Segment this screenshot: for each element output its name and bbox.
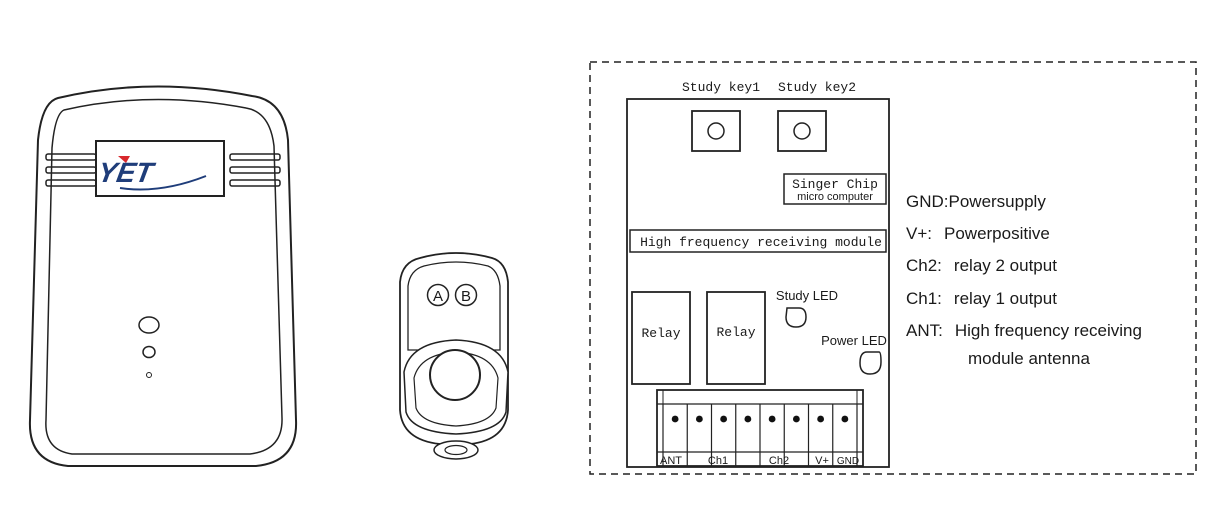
relay-2-label: Relay xyxy=(716,325,755,340)
legend-ch1-key: Ch1: xyxy=(906,289,942,308)
legend-ch2-desc: relay 2 output xyxy=(954,256,1057,275)
study-led-label: Study LED xyxy=(776,288,838,303)
relay-1-label: Relay xyxy=(641,326,680,341)
legend-ch1-desc: relay 1 output xyxy=(954,289,1057,308)
legend-gnd: GND:Powersupply xyxy=(906,192,1046,211)
remote-control: A B xyxy=(399,252,509,460)
terminal-label-ch1: Ch1 xyxy=(708,455,728,467)
study-led xyxy=(785,307,807,328)
remote-button-a-label: A xyxy=(433,288,443,305)
study-key1-label: Study key1 xyxy=(682,80,760,95)
legend-ant-desc: High frequency receiving xyxy=(955,321,1142,340)
logo-text: YET xyxy=(96,156,159,188)
legend-ant-key: ANT: xyxy=(906,321,943,340)
remote-button-b[interactable] xyxy=(454,283,478,307)
terminal-screw xyxy=(768,415,776,423)
terminal-screw xyxy=(671,415,679,423)
study-key2-button xyxy=(793,122,811,140)
terminal-label-ant: ANT xyxy=(660,455,682,467)
terminal-screw xyxy=(841,415,849,423)
study-key2[interactable] xyxy=(777,110,827,152)
remote-button-b-label: B xyxy=(461,288,471,305)
legend-gnd-key: GND: xyxy=(906,192,949,211)
circuit-board: Study key1 Study key2 Singer Chip micro … xyxy=(626,80,890,468)
study-key1-button xyxy=(707,122,725,140)
indicator-light-small xyxy=(146,372,152,378)
legend-ch2-key: Ch2: xyxy=(906,256,942,275)
terminal-label-vplus: V+ xyxy=(815,455,829,467)
terminal-labels: ANT Ch1 Ch2 V+ GND xyxy=(660,455,859,467)
microcomputer-chip xyxy=(783,173,887,205)
remote-inner-outline xyxy=(407,261,501,351)
pin-legend: GND:Powersupply V+: Powerpositive Ch2: rel… xyxy=(906,192,1142,368)
terminal-screw xyxy=(695,415,703,423)
legend-ant: ANT: High frequency receiving xyxy=(906,321,1142,340)
receiver-device: YET xyxy=(28,85,298,467)
legend-ch1: Ch1: relay 1 output xyxy=(906,289,1057,308)
indicator-light-medium xyxy=(142,345,156,359)
legend-vplus-desc: Powerpositive xyxy=(944,224,1050,243)
yet-logo: YET xyxy=(96,156,207,191)
indicator-light-large xyxy=(138,316,160,334)
power-led-label: Power LED xyxy=(821,333,887,348)
remote-button-a[interactable] xyxy=(426,283,450,307)
chip-label-line2: micro computer xyxy=(797,191,873,203)
right-vent-slots xyxy=(229,153,281,187)
terminal-screw xyxy=(817,415,825,423)
rf-module xyxy=(629,229,887,253)
chip-label-line1: Singer Chip xyxy=(792,177,878,192)
study-key2-label: Study key2 xyxy=(778,80,856,95)
legend-ant-continued: module antenna xyxy=(968,349,1090,368)
relay-2 xyxy=(706,291,766,385)
terminal-label-gnd: GND xyxy=(837,456,859,467)
diagram-dashed-border xyxy=(589,61,1197,475)
legend-gnd-desc: Powersupply xyxy=(949,192,1047,211)
legend-ch2: Ch2: relay 2 output xyxy=(906,256,1057,275)
terminal-screw xyxy=(720,415,728,423)
terminal-screw xyxy=(744,415,752,423)
logo-window xyxy=(95,140,225,197)
device-inner-outline xyxy=(45,98,283,455)
terminal-block xyxy=(656,389,864,467)
power-led xyxy=(859,351,882,375)
terminal-label-ch2: Ch2 xyxy=(769,455,789,467)
remote-ring-hole xyxy=(444,444,468,456)
remote-big-button[interactable] xyxy=(429,349,481,401)
legend-vplus: V+: Powerpositive xyxy=(906,224,1050,243)
rf-module-label: High frequency receiving module xyxy=(640,235,882,250)
legend-vplus-key: V+: xyxy=(906,224,932,243)
terminal-screw xyxy=(792,415,800,423)
relay-1 xyxy=(631,291,691,385)
